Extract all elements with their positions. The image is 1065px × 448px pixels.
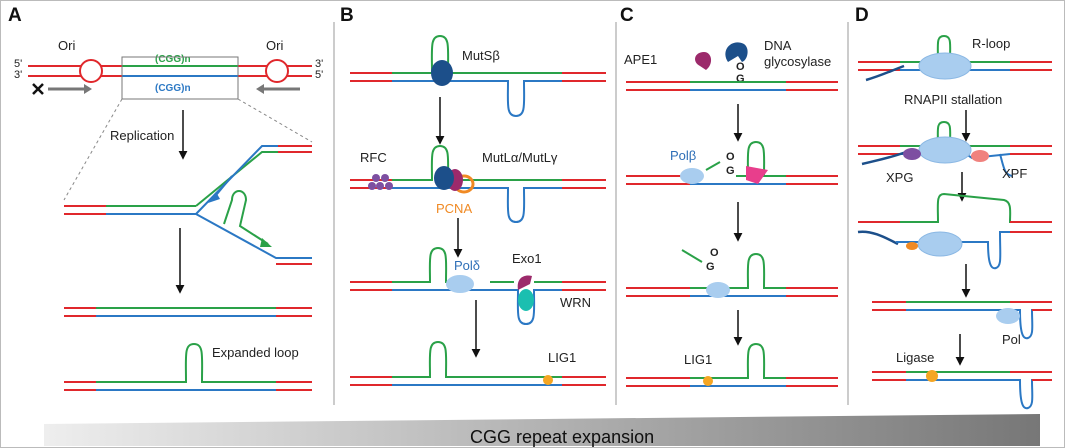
panel-label-d: D <box>855 5 869 26</box>
lesion-o: O <box>736 61 745 73</box>
replication-label: Replication <box>110 128 174 143</box>
stall-label: RNAPII stallation <box>904 92 1002 107</box>
lig1-protein-c <box>703 376 713 386</box>
pol-delta <box>446 275 474 293</box>
glycosylase-label-1: DNA <box>764 38 792 53</box>
cgg-bottom-label: (CGG)n <box>155 83 191 94</box>
lig1-label-c: LIG1 <box>684 352 712 367</box>
rnapii-2 <box>918 136 972 164</box>
lesion-g-2: G <box>726 165 735 177</box>
exo1-protein <box>517 275 532 290</box>
panel-a: Ori Ori 5' 3' 3' 5' (CGG)n (CGG)n Replic… <box>14 38 323 391</box>
panel-label-c: C <box>620 5 634 26</box>
panel-label-b: B <box>340 5 354 26</box>
panel-c: APE1 O G DNA glycosylase Polβ O G O G <box>624 38 838 387</box>
pcna-label: PCNA <box>436 201 472 216</box>
exo1-label: Exo1 <box>512 251 542 266</box>
xpg-protein <box>903 148 921 160</box>
lesion-o-2: O <box>726 151 735 163</box>
pol-beta <box>680 168 704 184</box>
xpf-protein <box>971 150 989 162</box>
three-prime-right: 3' <box>315 58 323 70</box>
ape1-protein-2 <box>746 166 768 184</box>
origin-bubble-right <box>265 59 289 83</box>
mutsb-protein-2 <box>434 166 454 190</box>
wrn-label: WRN <box>560 295 591 310</box>
wrn-protein <box>518 289 534 311</box>
panel-d: R-loop RNAPII stallation XPG XPF <box>857 34 1052 410</box>
five-prime-left: 5' <box>14 58 22 70</box>
zoom-box <box>121 56 239 100</box>
pol-beta-label: Polβ <box>670 148 696 163</box>
lig1-protein <box>543 375 553 385</box>
panel-b: MutSβ RFC MutLα/MutLγ PCNA <box>350 34 606 386</box>
three-prime-left: 3' <box>14 69 22 81</box>
pol-beta-2 <box>706 282 730 298</box>
lesion-g: G <box>736 73 745 85</box>
ligase-primer <box>906 242 918 250</box>
mutsb-label: MutSβ <box>462 48 500 63</box>
lig1-label-b: LIG1 <box>548 350 576 365</box>
banner-label: CGG repeat expansion <box>470 427 654 447</box>
ape1-label: APE1 <box>624 52 657 67</box>
rfc-complex <box>368 174 393 190</box>
expanded-loop <box>96 342 276 383</box>
rnapii-1 <box>918 52 972 80</box>
rnapii-3 <box>917 231 963 257</box>
ligase-label: Ligase <box>896 350 934 365</box>
expansion-wedge <box>44 414 1040 446</box>
five-prime-right: 5' <box>315 69 323 81</box>
ori-label-left: Ori <box>58 38 75 53</box>
lesion-o-3: O <box>710 247 719 259</box>
glycosylase-protein <box>725 42 748 62</box>
cgg-top-label: (CGG)n <box>155 54 191 65</box>
mutl-label: MutLα/MutLγ <box>482 150 558 165</box>
xpf-label: XPF <box>1002 166 1027 181</box>
glycosylase-label-2: glycosylase <box>764 54 831 69</box>
ape1-protein <box>695 52 712 70</box>
lesion-g-3: G <box>706 261 715 273</box>
pol-delta-label: Polδ <box>454 258 480 273</box>
expanded-loop-label: Expanded loop <box>212 345 299 360</box>
origin-bubble-left <box>79 59 103 83</box>
block-x-icon <box>32 83 44 95</box>
pol-label: Pol <box>1002 332 1021 347</box>
rloop-label: R-loop <box>972 36 1010 51</box>
xpg-label: XPG <box>886 170 913 185</box>
mutsb-protein <box>431 60 453 86</box>
ori-label-right: Ori <box>266 38 283 53</box>
panel-label-a: A <box>8 5 22 26</box>
pol-d <box>996 308 1020 324</box>
ligase-protein <box>926 370 938 382</box>
rfc-label: RFC <box>360 150 387 165</box>
